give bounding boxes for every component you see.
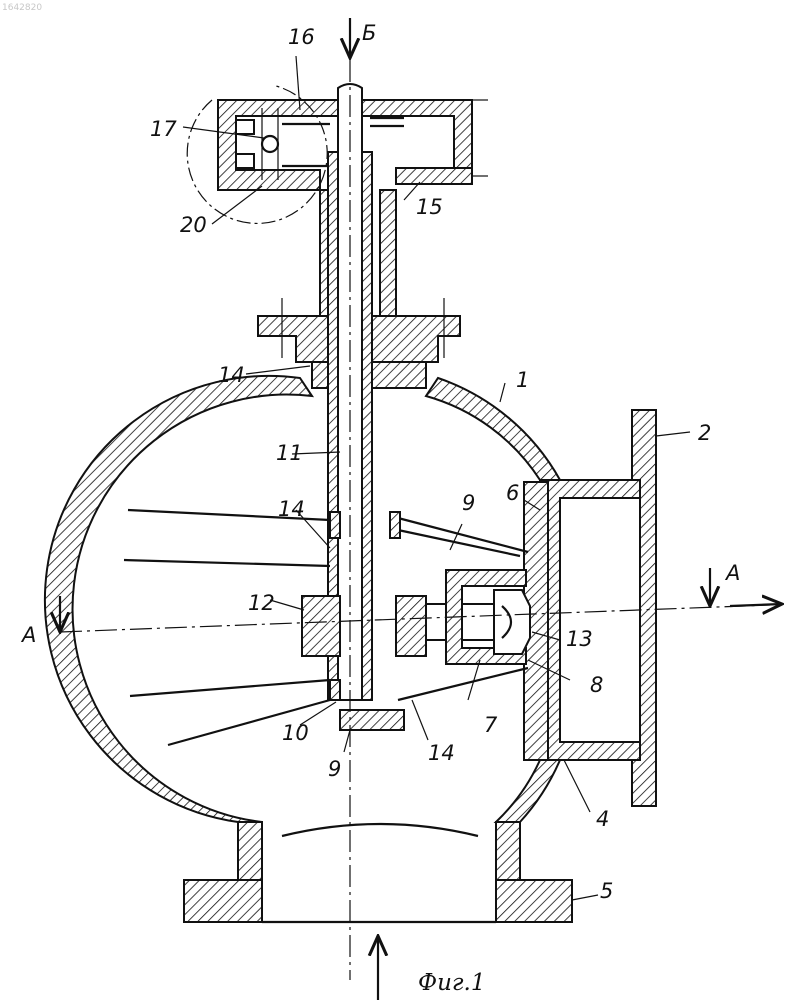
callout-5: 5 bbox=[600, 879, 613, 903]
callout-20: 20 bbox=[180, 213, 207, 237]
callout-14-mid: 14 bbox=[278, 497, 305, 521]
callout-2: 2 bbox=[698, 421, 711, 445]
callout-9-lower: 9 bbox=[328, 757, 341, 781]
callout-10: 10 bbox=[282, 721, 309, 745]
section-label-left: А bbox=[20, 623, 36, 647]
callout-7: 7 bbox=[484, 713, 498, 737]
outlet-nozzle bbox=[540, 410, 656, 806]
figure-caption: Фиг.1 bbox=[418, 970, 485, 996]
callout-11: 11 bbox=[276, 441, 303, 465]
document-stamp: 1642820 bbox=[2, 3, 42, 13]
callout-4: 4 bbox=[596, 807, 609, 831]
outlet-flow-arrow bbox=[730, 604, 782, 606]
callout-17: 17 bbox=[150, 117, 177, 141]
callout-1: 1 bbox=[516, 368, 529, 392]
callout-6: 6 bbox=[506, 481, 519, 505]
callout-9-upper: 9 bbox=[462, 491, 475, 515]
callout-14-low: 14 bbox=[428, 741, 455, 765]
section-label-right: А bbox=[724, 561, 740, 585]
callouts: Б А А 16 17 20 15 14 1 2 11 6 9 14 12 13… bbox=[20, 21, 740, 996]
callout-16: 16 bbox=[288, 25, 315, 49]
view-label-b: Б bbox=[362, 21, 376, 45]
callout-14-top: 14 bbox=[218, 363, 245, 387]
callout-12: 12 bbox=[248, 591, 275, 615]
callout-15: 15 bbox=[416, 195, 443, 219]
callout-13: 13 bbox=[566, 627, 593, 651]
callout-8: 8 bbox=[590, 673, 603, 697]
